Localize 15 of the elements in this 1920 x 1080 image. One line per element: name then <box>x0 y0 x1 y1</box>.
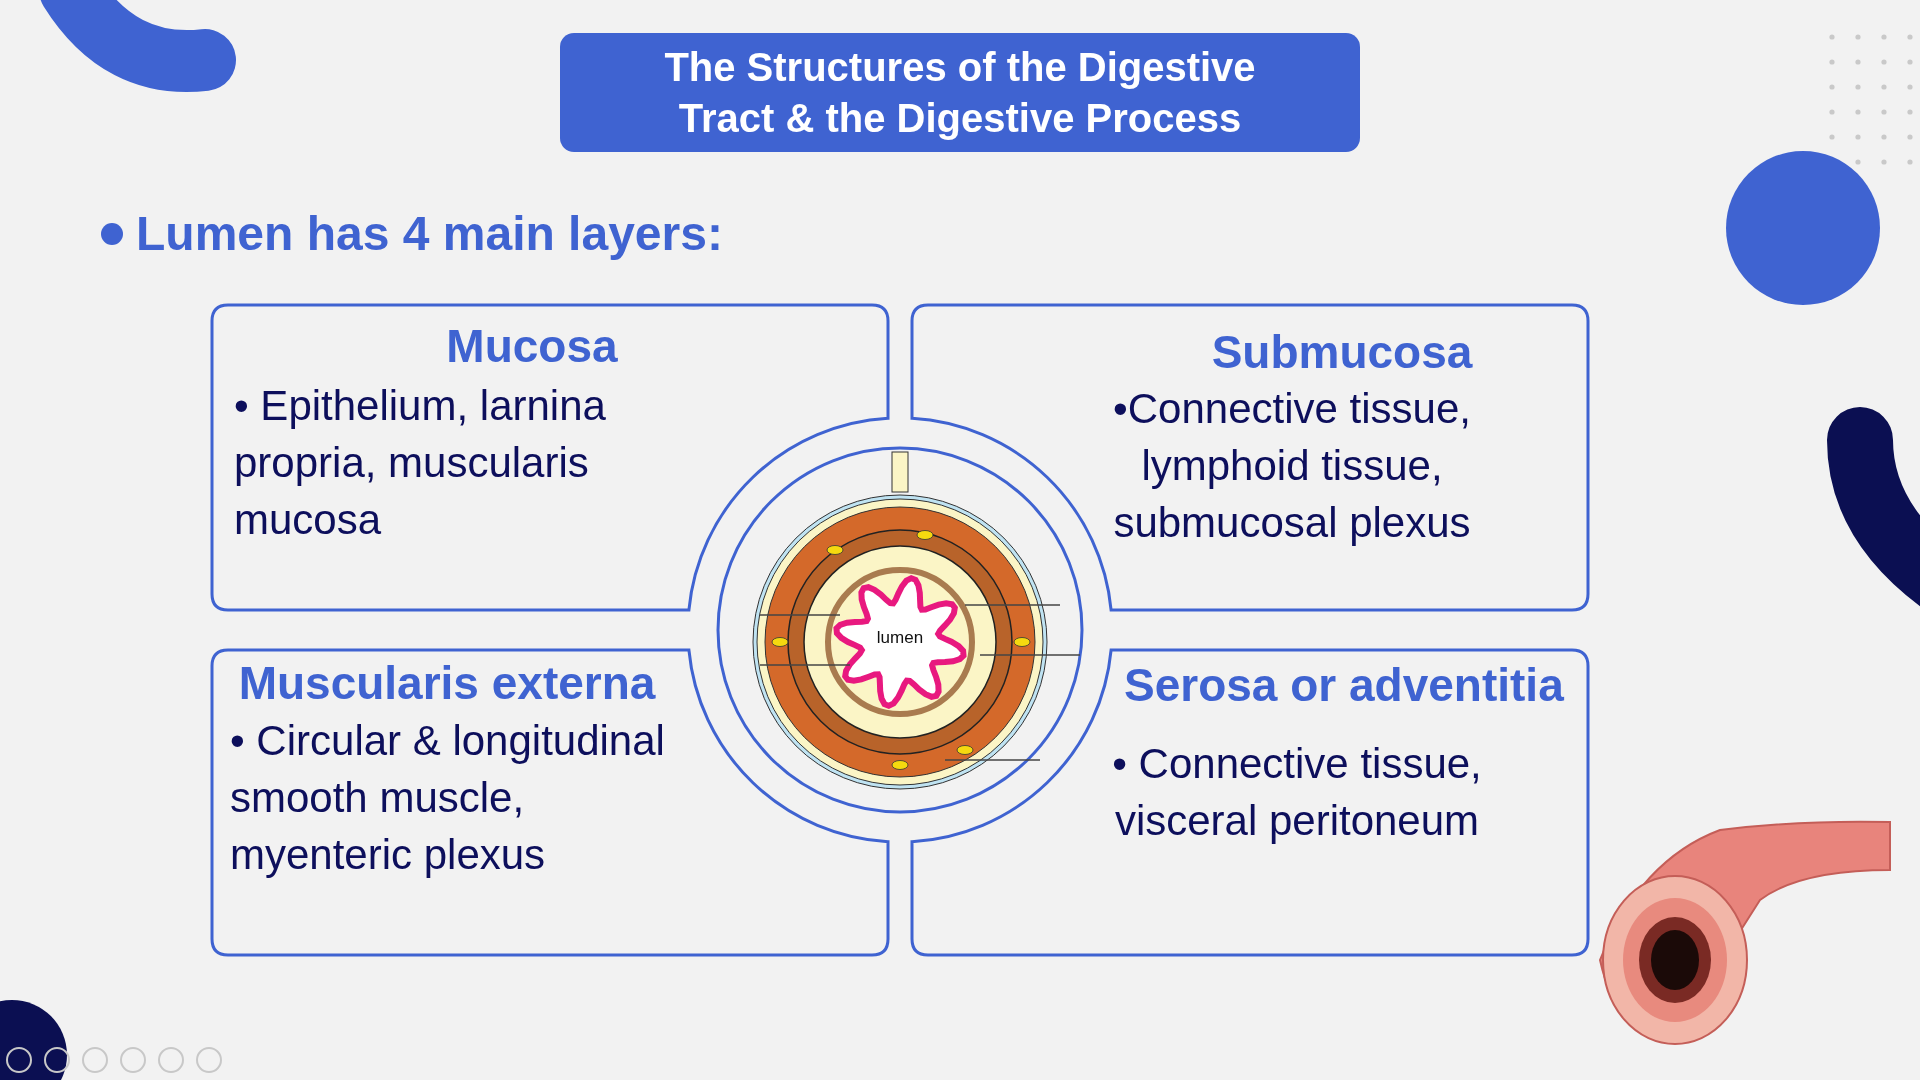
layer-card <box>912 650 1588 955</box>
layer-card <box>212 650 888 955</box>
card-heading: Submucosa <box>1210 325 1474 379</box>
card-heading: Muscularis externa <box>237 656 657 710</box>
layer-card <box>912 305 1588 610</box>
card-text: • Epithelium, larnina propria, muscularis mucosa <box>234 381 607 545</box>
lumen-label: lumen <box>875 628 925 648</box>
section-heading: Lumen has 4 main layers: <box>136 206 723 262</box>
card-text: • Connective tissue, visceral peritoneum <box>1111 739 1483 846</box>
card-text: • Circular & longitudinal smooth muscle, myenteric plexus <box>230 716 666 880</box>
layer-card <box>212 305 888 610</box>
title-banner: The Structures of the Digestive Tract & the Digestive Process <box>560 33 1360 152</box>
card-heading: Serosa or adventitia <box>1124 658 1565 712</box>
card-heading: Mucosa <box>445 319 619 373</box>
card-text: •Connective tissue, lymphoid tissue, submucosal plexus <box>1112 384 1472 548</box>
